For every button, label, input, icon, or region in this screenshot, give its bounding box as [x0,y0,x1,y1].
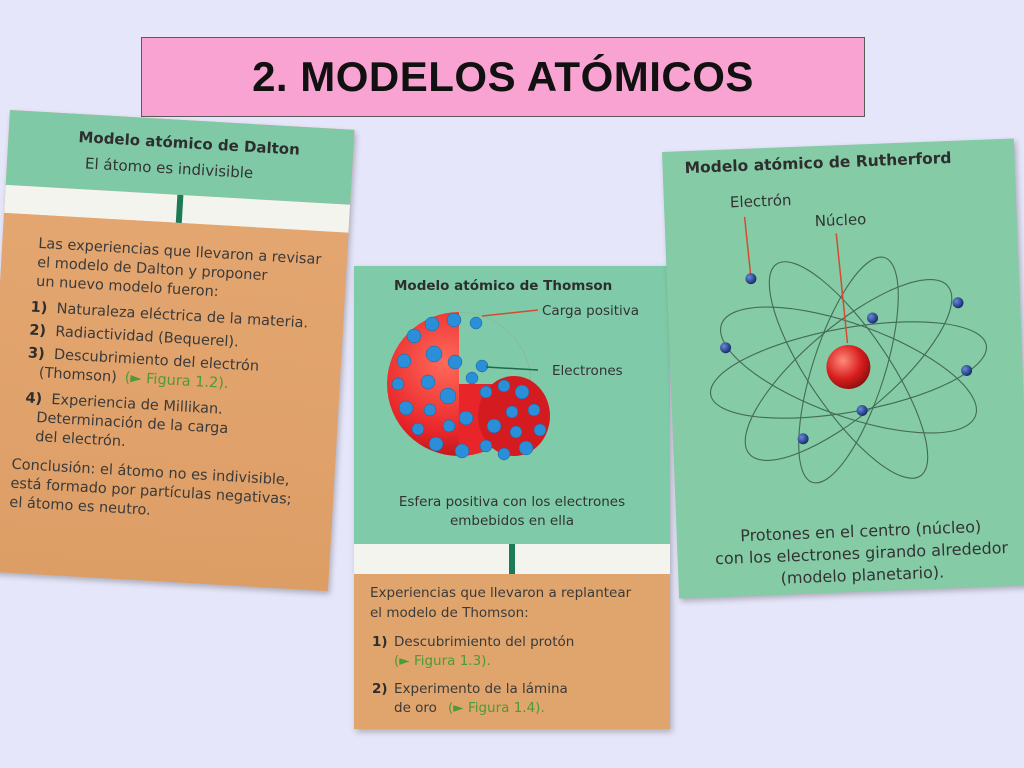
dalton-item-number: 2) [29,322,47,339]
thomson-figure-ref: (► Figura 1.4). [448,700,545,716]
thomson-body [354,574,670,729]
dalton-card: Modelo atómico de Dalton El átomo es ind… [0,110,355,592]
thomson-intro-line: el modelo de Thomson: [370,605,529,621]
dalton-text-layer: Modelo atómico de Dalton El átomo es ind… [9,128,322,519]
thomson-caption-line: Esfera positiva con los electrones [399,494,625,510]
thomson-card: Modelo atómico de Thomson [354,266,670,729]
thomson-figure-ref: (► Figura 1.3). [394,653,491,669]
rutherford-header: Modelo atómico de Rutherford [684,149,951,177]
slide-title: 2. MODELOS ATÓMICOS [252,53,754,100]
dalton-item-number: 1) [30,300,48,317]
rutherford-layer: Modelo atómico de Rutherford Electrón Nú… [684,149,1008,588]
dalton-item-text: (Thomson) [38,365,117,385]
thomson-caption-line: embebidos en ella [450,513,574,529]
dalton-figure-ref: (► Figura 1.2). [124,370,229,392]
thomson-item-text: de oro [394,700,437,716]
thomson-atom-illustration-icon [387,309,550,461]
dalton-header: Modelo atómico de Dalton [78,128,300,159]
dalton-item-text: del electrón. [35,429,126,450]
thomson-intro-line: Experiencias que llevaron a replantear [370,585,632,601]
thomson-item-text: Experimento de la lámina [394,681,568,697]
rutherford-atom-diagram-icon [709,216,988,484]
thomson-label-positive: Carga positiva [542,303,639,319]
rutherford-caption-line: (modelo planetario). [780,562,944,587]
dalton-item-number: 3) [28,345,46,362]
rutherford-label-nucleus: Núcleo [814,210,866,230]
dalton-item-text: Radiactividad (Bequerel). [55,324,239,351]
thomson-item-number: 2) [372,681,388,697]
thomson-item-text: Descubrimiento del protón [394,634,574,650]
dalton-subheader: El átomo es indivisible [85,154,254,182]
thomson-item-number: 1) [372,634,388,650]
rutherford-card: Modelo atómico de Rutherford Electrón Nú… [662,138,1024,599]
dalton-item-number: 4) [25,390,43,407]
thomson-label-electrons: Electrones [552,363,623,379]
thomson-header: Modelo atómico de Thomson [394,278,612,294]
rutherford-label-electron: Electrón [730,191,792,211]
thomson-connector [509,544,515,574]
slide-title-banner: 2. MODELOS ATÓMICOS [141,37,865,117]
thomson-layer: Modelo atómico de Thomson [370,278,639,716]
